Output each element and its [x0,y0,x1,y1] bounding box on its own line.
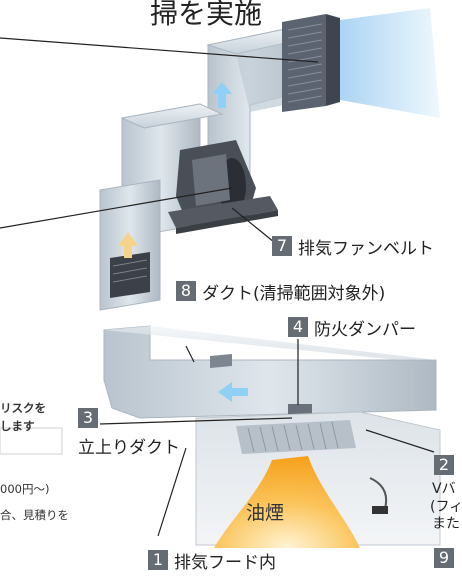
callout-label-4: 防火ダンパー [314,320,416,340]
leader-lines [0,37,435,537]
airflow-arrow-middle [118,232,138,258]
oil-smoke-plume [214,456,360,548]
heading-partial: 掃を実施 [150,0,263,30]
cut-right-text-1: Vバ [432,481,456,497]
callout-label-1: 排気フード内 [174,553,276,573]
callout-label-7: 排気ファンベルト [298,239,434,259]
cut-right-text-3: また [432,516,460,532]
left-note-estimate: 合、見積りを [0,508,69,522]
exhaust-outlet-louver [282,8,440,118]
callout-label-8: ダクト(清掃範囲対象外) [202,284,386,304]
left-note-price: 000円〜) [0,482,50,496]
callout-number-2: 2 [434,455,454,475]
left-note-line-1: リスクを [0,401,46,415]
left-note-box [0,427,63,455]
callout-number-1: 1 [148,550,168,570]
callout-number-3: 3 [78,408,98,428]
callout-number-9: 9 [434,548,454,568]
callout-number-7: 7 [272,236,292,256]
callout-label-3: 立上りダクト [78,438,180,458]
airflow-arrow-horizontal [218,382,248,402]
callout-number-4: 4 [288,317,308,337]
cut-right-text-2: (フィ [430,499,462,515]
airflow-arrow-upper [212,82,232,108]
horizontal-duct [103,325,437,419]
callout-number-8: 8 [176,281,196,301]
left-note-line-2: します [0,419,35,433]
oil-smoke-label: 油煙 [246,502,285,524]
